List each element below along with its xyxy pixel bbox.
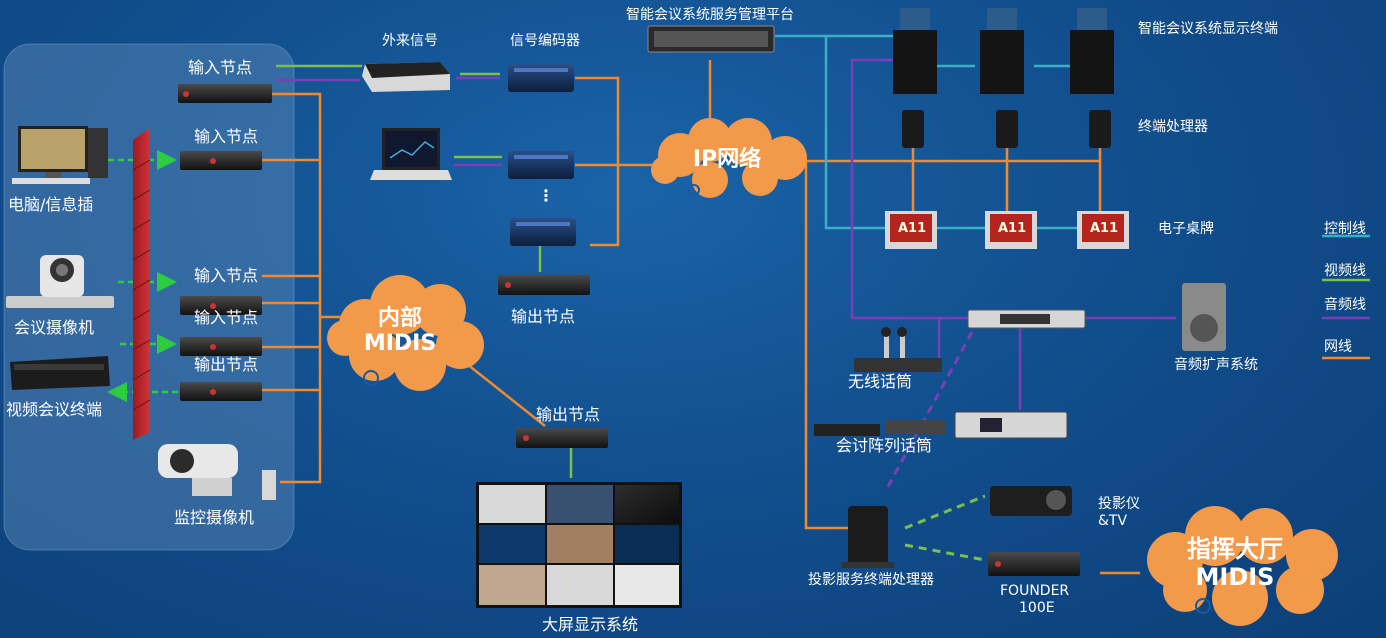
projector-icon <box>990 486 1072 516</box>
input-node-label: 输入节点 <box>194 127 259 146</box>
video-conference-terminal-icon <box>10 356 110 390</box>
management-server <box>647 25 775 53</box>
management-platform-label: 智能会议系统服务管理平台 <box>626 7 794 23</box>
encoder-ellipsis: ⋮ <box>538 186 554 205</box>
cloud-bubble <box>363 370 379 386</box>
legend-swatches <box>1322 234 1370 360</box>
nameplate-text: A11 <box>998 221 1027 236</box>
audio-dashed <box>883 331 974 493</box>
signal-encoders <box>508 64 576 246</box>
nameplate-text: A11 <box>1090 221 1119 236</box>
wireless-mic-label: 无线话筒 <box>848 372 913 391</box>
big-screen-display <box>476 482 682 608</box>
legend-video: 视频线 <box>1324 263 1366 279</box>
center-output-nodes <box>498 275 608 448</box>
external-signal-label: 外来信号 <box>382 33 438 49</box>
surveillance-camera-label: 监控摄像机 <box>174 508 255 527</box>
wireless-mic-icon <box>854 327 942 372</box>
nameplate-text: A11 <box>898 221 927 236</box>
input-node-label: 输入节点 <box>194 266 259 285</box>
founder-label-1: FOUNDER <box>1000 583 1070 599</box>
display-terminals <box>893 8 1114 94</box>
command-midis-line2: MIDIS <box>1195 562 1275 591</box>
founder-box <box>988 552 1080 576</box>
laptop-icon <box>370 128 452 180</box>
internal-midis-line1: 内部 <box>377 306 422 331</box>
firewall-wall <box>132 128 151 440</box>
amplifier <box>967 309 1086 329</box>
signal-encoder-label: 信号编码器 <box>510 33 580 49</box>
conf-camera-label: 会议摄像机 <box>14 318 95 337</box>
output-node-label: 输出节点 <box>194 355 259 374</box>
terminal-processors <box>902 110 1111 148</box>
command-midis-line1: 指挥大厅 <box>1187 535 1283 563</box>
command-midis-label: 指挥大厅 MIDIS <box>1180 535 1290 591</box>
input-node-label: 输入节点 <box>188 58 253 77</box>
command-midis-cloud <box>1147 506 1338 626</box>
surveillance-camera-icon <box>158 444 276 500</box>
left-node-boxes <box>178 84 272 401</box>
electronic-nameplates <box>885 211 1129 249</box>
projection-processor-label: 投影服务终端处理器 <box>808 572 934 588</box>
projection-processor <box>842 506 894 568</box>
ip-network-cloud <box>651 118 807 198</box>
conference-camera-icon <box>6 255 114 308</box>
projector-label-2: &TV <box>1098 513 1128 529</box>
cloud-bubble <box>688 184 700 196</box>
input-node-label: 输入节点 <box>194 308 259 327</box>
video-terminal-label: 视频会议终端 <box>6 400 103 419</box>
e-nameplate-label: 电子桌牌 <box>1158 221 1214 237</box>
pc-label: 电脑/信息插 <box>8 195 94 214</box>
terminal-processor-label: 终端处理器 <box>1138 119 1208 135</box>
video-lines <box>276 64 573 478</box>
founder-label-2: 100E <box>1019 600 1055 616</box>
output-node-label: 输出节点 <box>536 405 601 424</box>
speaker-icon <box>1182 283 1226 351</box>
array-mic-label: 会讨阵列话筒 <box>836 436 933 455</box>
pc-icon <box>12 126 108 184</box>
video-dashed <box>904 494 986 562</box>
legend-audio: 音频线 <box>1324 297 1366 313</box>
cloud-bubble <box>1195 598 1211 614</box>
projector-label-1: 投影仪 <box>1098 496 1140 512</box>
internal-midis-label: 内部 MIDIS <box>358 306 442 357</box>
control-lines <box>775 34 1077 230</box>
legend-network: 网线 <box>1324 339 1352 355</box>
internal-midis-cloud <box>327 275 484 391</box>
array-mic-devices <box>814 411 1068 439</box>
display-terminal-label: 智能会议系统显示终端 <box>1138 21 1278 37</box>
ip-network-label: IP网络 <box>692 147 762 172</box>
internal-midis-line2: MIDIS <box>363 331 437 357</box>
legend-control: 控制线 <box>1324 221 1366 237</box>
output-node-label: 输出节点 <box>511 307 576 326</box>
external-signal-device <box>362 62 450 92</box>
audio-system-label: 音频扩声系统 <box>1174 357 1258 373</box>
big-screen-label: 大屏显示系统 <box>542 615 639 634</box>
